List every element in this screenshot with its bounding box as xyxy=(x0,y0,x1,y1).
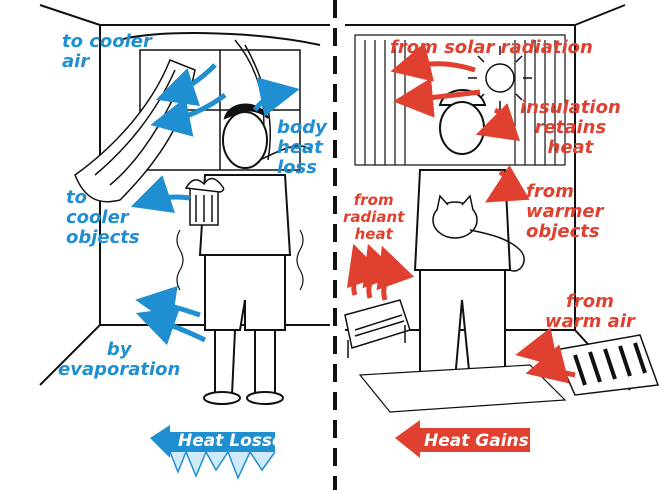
label-from-radiant-heat: from radiant heat xyxy=(343,191,405,243)
rug xyxy=(358,364,567,413)
heat-loss-arrows xyxy=(130,63,300,346)
cold-man xyxy=(176,103,304,405)
heat-gain-arrows xyxy=(346,42,576,384)
icicles-icon xyxy=(169,450,276,480)
blowing-curtain xyxy=(74,59,196,203)
heat-losses-badge-shape xyxy=(150,425,276,480)
label-from-warmer-objects: from warmer objects xyxy=(526,181,604,242)
heat-gains-badge: Heat Gains xyxy=(424,431,529,451)
warm-man xyxy=(413,89,512,393)
label-from-warm-air: from warm air xyxy=(545,291,635,332)
label-to-cooler-air: to cooler air xyxy=(62,31,152,72)
heat-losses-badge: Heat Losses xyxy=(178,431,294,451)
label-body-heat-loss: body heat loss xyxy=(277,117,327,178)
heat-gains-badge-shape xyxy=(395,420,530,458)
label-to-cooler-objects: to cooler objects xyxy=(66,187,140,248)
cat-icon xyxy=(432,194,525,272)
label-from-solar-radiation: from solar radiation xyxy=(390,37,593,58)
radiator-icon xyxy=(344,299,411,358)
floor-vent-icon xyxy=(553,334,660,396)
label-by-evaporation: by evaporation xyxy=(58,339,181,380)
label-insulation-retains-heat: insulation retains heat xyxy=(520,97,621,158)
beer-mug-icon xyxy=(184,177,225,226)
